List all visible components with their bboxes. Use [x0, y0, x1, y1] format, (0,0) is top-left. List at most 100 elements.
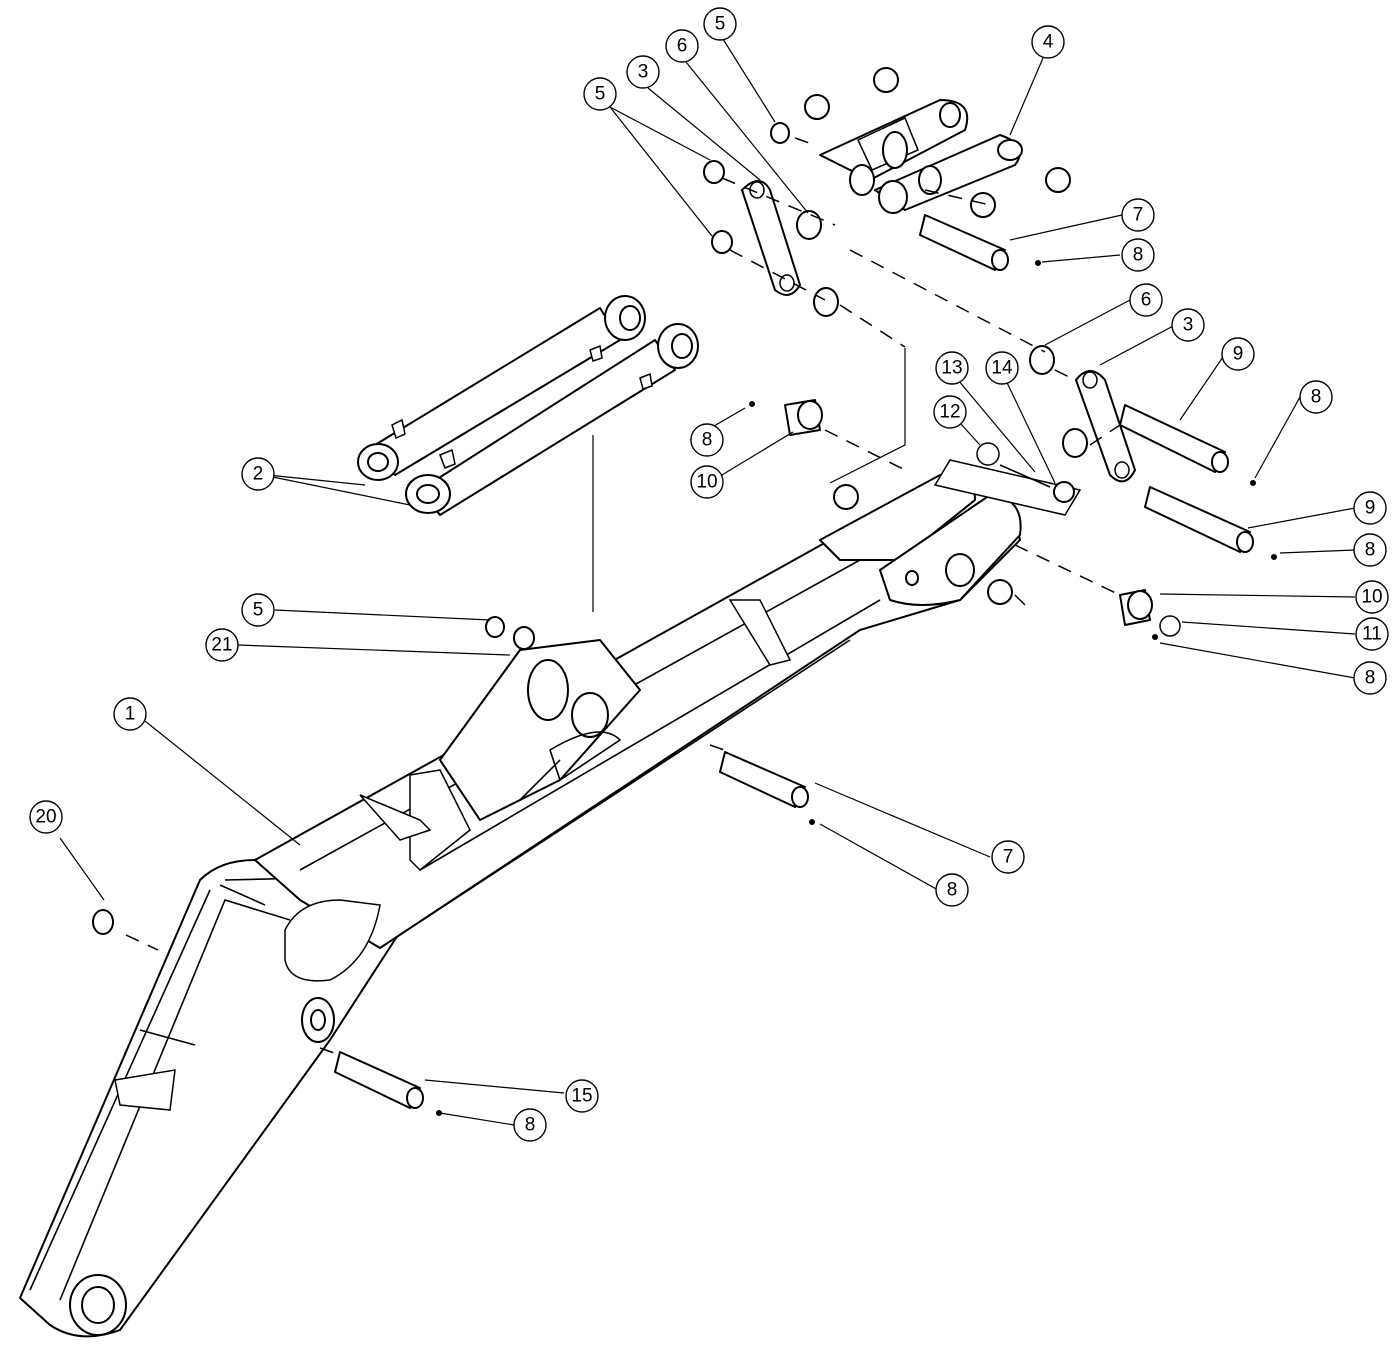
callout-leaders [59, 38, 1356, 1126]
callout-number: 4 [1043, 32, 1054, 53]
callout-circle [1355, 617, 1389, 651]
callout-number: 21 [211, 635, 232, 656]
callout-balloon-15: 15 [565, 1079, 599, 1113]
callout-balloon-12: 12 [933, 395, 967, 429]
callout-number: 9 [1233, 344, 1244, 365]
callout-number: 20 [35, 807, 56, 828]
callout-balloon-6b: 6 [1129, 283, 1163, 317]
callout-number: 8 [1133, 245, 1144, 266]
callout-balloon-8d: 8 [1353, 533, 1387, 567]
callout-number: 5 [595, 84, 606, 105]
set-screws [436, 260, 1277, 1116]
callout-circle [1031, 25, 1065, 59]
callout-circle [1353, 491, 1387, 525]
callout-balloon-14: 14 [985, 351, 1019, 385]
callout-circle [665, 29, 699, 63]
callout-number: 15 [571, 1086, 592, 1107]
callout-number: 5 [253, 600, 264, 621]
callout-balloon-8b: 8 [1299, 380, 1333, 414]
callout-number: 5 [715, 14, 726, 35]
callout-balloon-9a: 9 [1221, 337, 1255, 371]
callout-number: 8 [1365, 540, 1376, 561]
callout-number: 10 [696, 472, 717, 493]
callout-circle [241, 593, 275, 627]
callout-number: 8 [702, 430, 713, 451]
callout-circle [985, 351, 1019, 385]
callout-circle [565, 1079, 599, 1113]
callout-circle [1171, 308, 1205, 342]
callout-balloon-5a: 5 [703, 7, 737, 41]
linkage-assembly [819, 99, 1023, 214]
callout-balloon-2: 2 [241, 457, 275, 491]
callout-circle [690, 465, 724, 499]
callout-circle [1355, 580, 1389, 614]
callout-balloon-4: 4 [1031, 25, 1065, 59]
callout-number: 8 [1365, 668, 1376, 689]
callout-circle [1299, 380, 1333, 414]
callout-balloon-8e: 8 [1353, 661, 1387, 695]
callout-balloon-11: 11 [1355, 617, 1389, 651]
callout-number: 6 [1141, 290, 1152, 311]
callout-number: 3 [1183, 315, 1194, 336]
callout-balloon-8a: 8 [1121, 238, 1155, 272]
callout-circle [241, 457, 275, 491]
callout-balloon-6a: 6 [665, 29, 699, 63]
callout-circle [29, 800, 63, 834]
callout-balloon-10b: 10 [1355, 580, 1389, 614]
callout-balloon-8g: 8 [513, 1108, 547, 1142]
callout-circle [113, 697, 147, 731]
boom-arm [19, 469, 1022, 1338]
pin-retainers [784, 399, 1153, 626]
washers [92, 122, 1181, 935]
callout-number: 8 [525, 1115, 536, 1136]
callout-circle [1353, 661, 1387, 695]
callout-circle [583, 77, 617, 111]
grease-fitting-parts [933, 459, 1082, 516]
callout-circle [1129, 283, 1163, 317]
callout-number: 6 [677, 36, 688, 57]
callout-number: 12 [939, 402, 960, 423]
callout-balloon-7a: 7 [1121, 198, 1155, 232]
callout-number: 7 [1133, 205, 1144, 226]
callout-number: 8 [947, 880, 958, 901]
callout-number: 10 [1361, 587, 1382, 608]
bushings [804, 67, 1071, 605]
callout-balloon-13: 13 [935, 351, 969, 385]
callout-circle [690, 423, 724, 457]
callout-number: 14 [991, 358, 1013, 379]
callout-circle [933, 395, 967, 429]
callout-circle [935, 873, 969, 907]
callout-number: 2 [253, 464, 264, 485]
callout-balloon-8c: 8 [690, 423, 724, 457]
callout-balloon-3b: 3 [1171, 308, 1205, 342]
callout-balloon-7b: 7 [991, 840, 1025, 874]
callout-balloons: 4 5 6 3 5 7 8 6 3 9 13 14 12 8 8 10 2 9 8 10 5 11 21 8 1 7 20 8 15 8 [29, 7, 1389, 1142]
callout-circle [513, 1108, 547, 1142]
callout-circle [1121, 198, 1155, 232]
callout-circle [703, 7, 737, 41]
callout-circle [1221, 337, 1255, 371]
callout-number: 8 [1311, 387, 1322, 408]
callout-number: 1 [125, 704, 136, 725]
callout-balloon-3a: 3 [626, 55, 660, 89]
callout-circle [1353, 533, 1387, 567]
callout-balloon-1: 1 [113, 697, 147, 731]
callout-number: 13 [941, 358, 962, 379]
callout-balloon-10a: 10 [690, 465, 724, 499]
callout-circle [1121, 238, 1155, 272]
callout-circle [935, 351, 969, 385]
pins [334, 214, 1254, 1109]
callout-circle [205, 628, 239, 662]
assembly-lines [125, 137, 1121, 1056]
callout-circle [991, 840, 1025, 874]
callout-balloon-8f: 8 [935, 873, 969, 907]
hydraulic-cylinders [357, 295, 699, 516]
callout-balloon-5c: 5 [241, 593, 275, 627]
callout-number: 3 [638, 62, 649, 83]
callout-balloon-9b: 9 [1353, 491, 1387, 525]
callout-number: 7 [1003, 847, 1014, 868]
callout-number: 9 [1365, 498, 1376, 519]
callout-balloon-21: 21 [205, 628, 239, 662]
callout-number: 11 [1362, 624, 1382, 645]
